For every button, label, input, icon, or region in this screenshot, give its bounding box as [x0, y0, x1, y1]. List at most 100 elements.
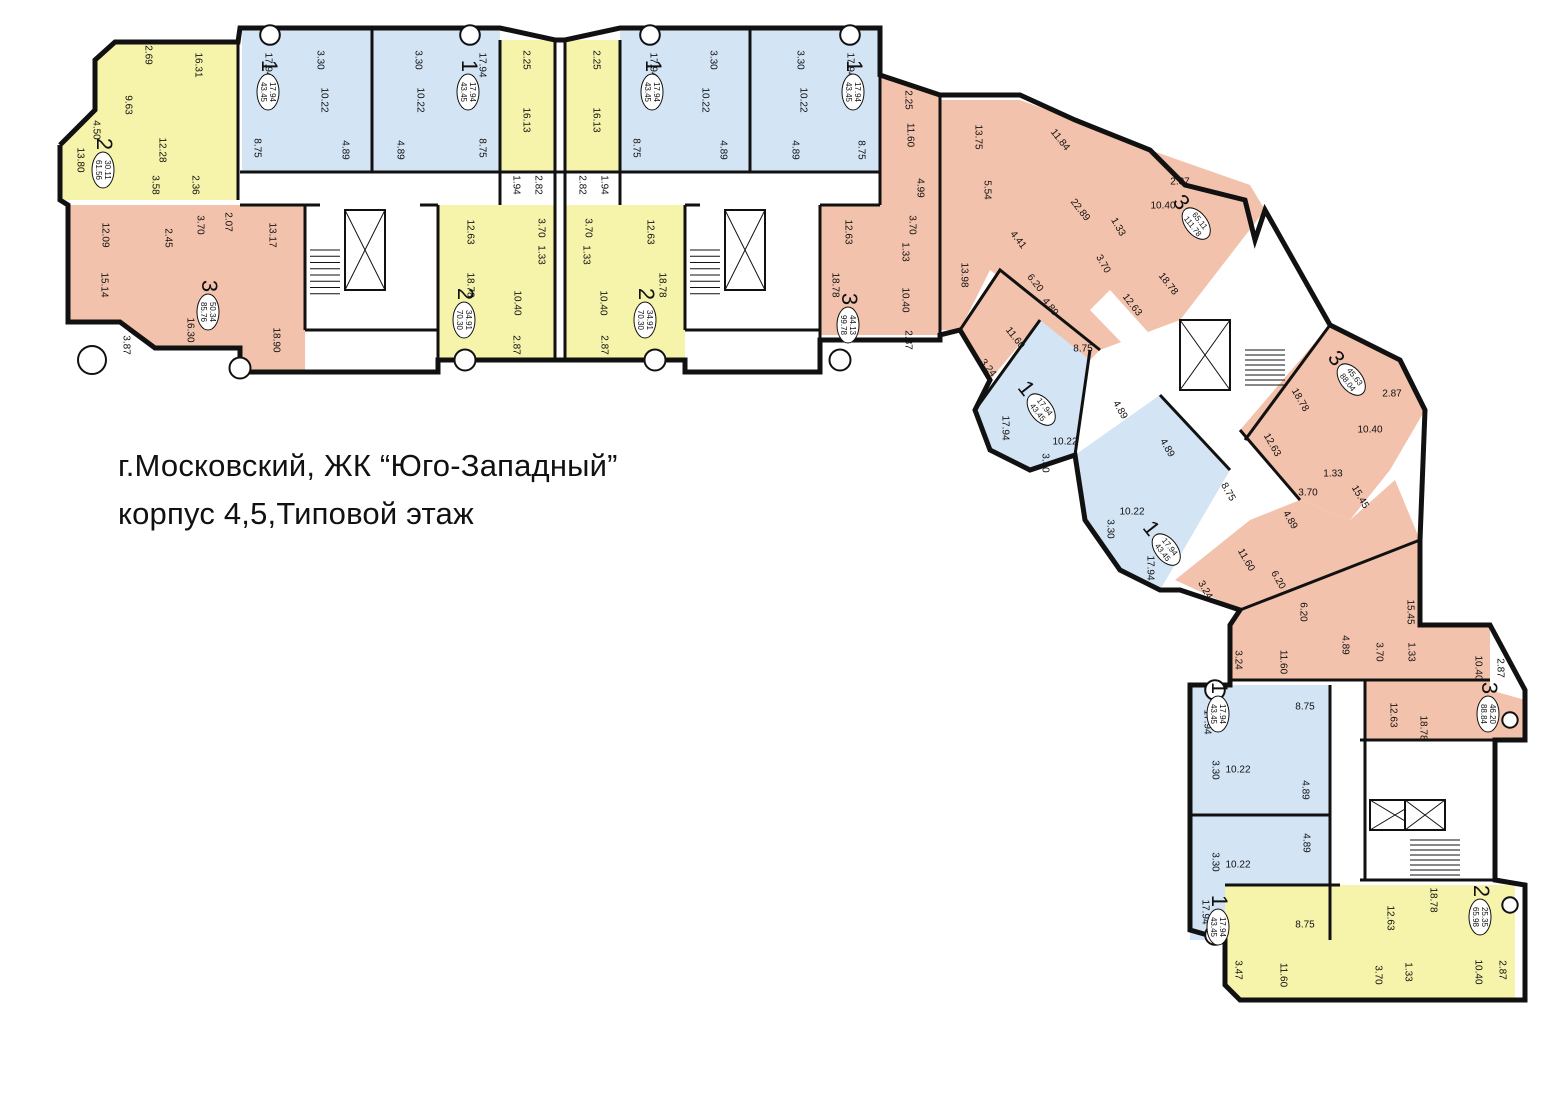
elevator-cross-b-4	[1404, 799, 1446, 831]
room-area-108: 3.24	[1232, 650, 1243, 670]
apartment-rooms-a16: 1	[1207, 895, 1232, 907]
room-area-105: 4.89	[1339, 635, 1350, 655]
apartment-living-a6: 34.91	[645, 310, 654, 331]
apartment-oval-a9	[836, 306, 860, 344]
apartment-rooms-a9: 3	[837, 293, 862, 305]
room-area-43: 12.63	[644, 219, 655, 244]
room-area-52: 3.30	[794, 50, 805, 70]
room-area-42: 1.33	[580, 245, 591, 265]
room-area-1: 16.31	[192, 52, 203, 77]
bay-window-5	[259, 24, 281, 46]
apartment-total-a6: 70.30	[636, 310, 645, 331]
room-area-13: 15.14	[98, 272, 109, 297]
apartment-living-a16: 17.94	[1218, 917, 1227, 938]
room-area-18: 3.30	[314, 50, 325, 70]
apartment-rooms-a15: 1	[1207, 682, 1232, 694]
room-area-66: 13.75	[972, 124, 983, 149]
apartment-oval-a1	[91, 151, 115, 189]
apartment-rooms-a14: 3	[1477, 682, 1502, 694]
room-area-16: 3.87	[120, 335, 131, 355]
bay-window-2	[453, 348, 477, 372]
apartment-total-a5: 70.30	[455, 310, 464, 331]
room-area-129: 1.33	[1402, 962, 1413, 982]
room-area-48: 3.30	[707, 50, 718, 70]
room-area-68: 13.98	[958, 262, 969, 287]
apartment-fills	[60, 28, 1525, 1000]
walls	[57, 24, 1528, 1003]
elevator-cross-b-1	[724, 209, 766, 291]
room-area-127: 11.60	[1277, 963, 1288, 988]
apartment-rooms-a1: 2	[92, 138, 117, 150]
apartment-a13-fill	[1240, 325, 1425, 520]
wall-26	[1239, 538, 1421, 612]
apartment-a7-fill	[620, 28, 750, 172]
room-area-82: 8.75	[1073, 344, 1093, 355]
room-area-0: 2.69	[142, 45, 153, 65]
room-area-14: 16.30	[184, 317, 195, 342]
wall-25	[1243, 324, 1332, 441]
room-area-32: 1.33	[535, 245, 546, 265]
room-area-92: 2.87	[1382, 389, 1402, 400]
room-area-118: 4.89	[1299, 780, 1310, 800]
room-area-28: 16.13	[520, 107, 531, 132]
room-area-15: 18.90	[270, 327, 281, 352]
apartment-living-a9: 44.13	[848, 315, 857, 336]
room-area-104: 15.45	[1404, 599, 1415, 624]
room-area-90: 3.30	[1104, 519, 1115, 539]
room-area-71: 2.87	[1170, 177, 1190, 188]
room-area-54: 4.89	[789, 140, 800, 160]
bay-window-0	[77, 345, 107, 375]
apartment-total-a4: 43.45	[459, 82, 468, 103]
room-area-4: 13.80	[74, 147, 85, 172]
room-area-23: 10.22	[414, 87, 425, 112]
room-area-84: 10.22	[1052, 437, 1077, 448]
room-area-2: 9.63	[122, 95, 133, 115]
apartment-oval-a17	[1468, 898, 1492, 936]
room-area-128: 3.70	[1372, 965, 1383, 985]
room-area-12: 13.17	[266, 222, 277, 247]
room-area-45: 10.40	[597, 290, 608, 315]
apartment-oval-a14	[1476, 695, 1500, 733]
room-area-40: 1.94	[598, 175, 609, 195]
room-area-103: 6.20	[1297, 602, 1308, 622]
apartment-a3-fill	[242, 28, 372, 172]
room-area-72: 10.40	[1150, 201, 1175, 212]
apartment-rooms-a6: 2	[634, 288, 659, 300]
room-area-3: 4.50	[90, 120, 101, 140]
room-area-64: 10.40	[899, 287, 910, 312]
room-area-130: 10.40	[1472, 959, 1483, 984]
apartment-a13-fill-part	[1175, 480, 1420, 610]
apartment-a8-fill	[750, 28, 880, 172]
room-area-63: 18.78	[829, 272, 840, 297]
room-area-124: 12.63	[1384, 905, 1395, 930]
room-area-35: 10.40	[511, 290, 522, 315]
room-area-126: 3.47	[1232, 960, 1243, 980]
wall-23	[1073, 349, 1092, 456]
apartment-oval-a2	[196, 293, 220, 331]
room-area-37: 2.25	[590, 50, 601, 70]
apartment-living-a15: 17.94	[1218, 704, 1227, 725]
room-area-61: 1.33	[899, 242, 910, 262]
apartment-living-a8: 17.94	[853, 82, 862, 103]
apartment-rooms-a3: 1	[257, 60, 282, 72]
room-area-85: 3.30	[1039, 453, 1050, 473]
elevator-cross-b-0	[344, 209, 386, 291]
apartment-total-a17: 65.98	[1471, 907, 1480, 928]
apartment-living-a2: 50.34	[208, 302, 217, 323]
bay-window-12	[1501, 896, 1519, 914]
room-area-115: 8.75	[1295, 702, 1315, 713]
room-area-50: 8.75	[630, 138, 641, 158]
room-area-20: 8.75	[251, 138, 262, 158]
room-area-83: 17.94	[999, 415, 1010, 440]
apartment-total-a1: 61.56	[94, 160, 103, 181]
room-area-5: 12.28	[156, 137, 167, 162]
apartment-living-a14: 46.20	[1488, 704, 1497, 725]
room-area-106: 3.70	[1373, 642, 1384, 662]
room-area-27: 2.25	[520, 50, 531, 70]
